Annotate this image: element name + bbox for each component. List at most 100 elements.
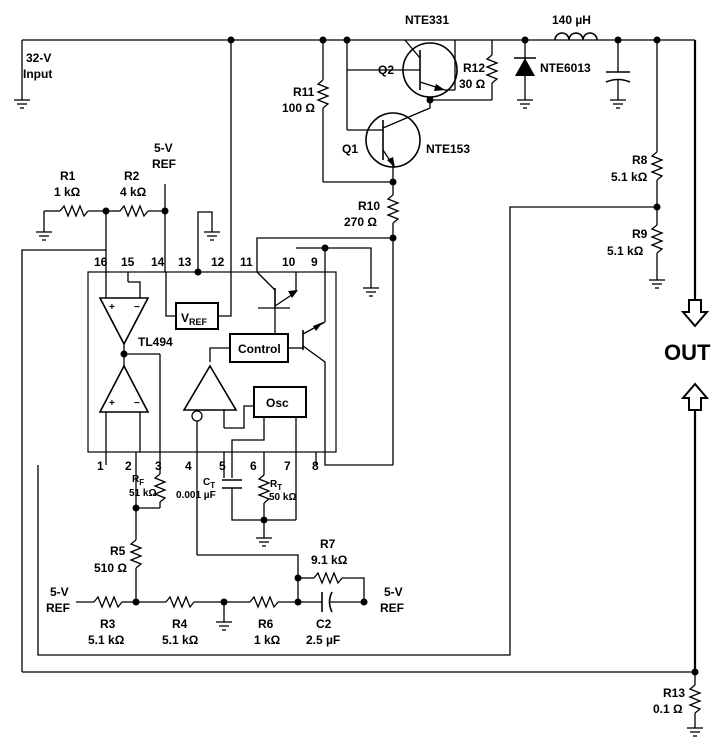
r8-value-label: 5.1 kΩ — [611, 170, 648, 184]
junction-dot — [426, 96, 434, 104]
pwm-comparator-icon — [182, 364, 254, 555]
r9-resistor-icon — [649, 224, 665, 289]
out-label: OUT — [664, 340, 711, 365]
rf-name-label: RF — [132, 474, 144, 487]
amp1-plus-label: + — [109, 302, 115, 313]
vref-right-b-label: REF — [380, 601, 404, 615]
r9-name-label: R9 — [632, 227, 648, 241]
inductor-icon — [554, 32, 598, 41]
vref-box-label: VREF — [181, 311, 208, 327]
diode-part-label: NTE6013 — [540, 61, 591, 75]
r10-resistor-icon — [386, 182, 400, 465]
r11-resistor-icon — [316, 40, 330, 182]
ct-name-label: CT — [203, 477, 215, 490]
pin-15-label: 15 — [121, 255, 135, 269]
r3-resistor-icon — [76, 595, 136, 609]
r7-value-label: 9.1 kΩ — [311, 553, 348, 567]
r4-resistor-icon — [136, 595, 250, 609]
output-transistor-1-icon — [256, 237, 393, 309]
amp1-minus-label: − — [134, 302, 140, 313]
pin-9-label: 9 — [311, 255, 318, 269]
feedback-wire — [37, 206, 657, 656]
wire — [325, 247, 372, 288]
r8-name-label: R8 — [632, 153, 648, 167]
ground-icon — [363, 287, 379, 297]
ic-name-label: TL494 — [138, 335, 173, 349]
r6-name-label: R6 — [258, 617, 274, 631]
r11-name-label: R11 — [293, 85, 315, 99]
r5-resistor-icon — [129, 539, 143, 602]
pin-13-label: 13 — [178, 255, 192, 269]
r2-name-label: R2 — [124, 169, 140, 183]
rf-resistor-icon — [136, 452, 167, 509]
pin-5-label: 5 — [219, 459, 226, 473]
wire — [165, 272, 176, 317]
r13-resistor-icon — [687, 672, 703, 737]
out-arrow-down-icon — [680, 299, 710, 328]
r6-value-label: 1 kΩ — [254, 633, 281, 647]
junction-dot — [260, 516, 268, 524]
rt-name-label: RT — [270, 479, 282, 492]
r5-value-label: 510 Ω — [94, 561, 127, 575]
pin-16-label: 16 — [94, 255, 108, 269]
input-voltage-label: 32-V — [26, 51, 51, 65]
current-sense-wire — [21, 249, 106, 672]
r3-value-label: 5.1 kΩ — [88, 633, 125, 647]
pin-7-label: 7 — [284, 459, 291, 473]
r3-name-label: R3 — [100, 617, 116, 631]
diode-icon — [514, 40, 536, 109]
r6-resistor-icon — [249, 595, 322, 609]
input-ground-icon — [14, 40, 30, 109]
c2-capacitor-icon — [321, 591, 364, 613]
r1-resistor-icon — [36, 204, 106, 241]
error-amp-2-icon — [98, 364, 150, 413]
r13-value-label: 0.1 Ω — [653, 702, 683, 716]
r12-name-label: R12 — [463, 61, 485, 75]
vref-left-b-label: REF — [46, 601, 70, 615]
ct-capacitor-icon — [222, 479, 296, 521]
ground-icon — [204, 231, 220, 241]
r1-value-label: 1 kΩ — [54, 185, 81, 199]
vref-top-a-label: 5-V — [154, 141, 173, 155]
rt-value-label: 50 kΩ — [269, 492, 296, 503]
out-arrow-up-icon — [680, 382, 710, 411]
output-transistor-2-icon — [302, 248, 393, 466]
osc-label: Osc — [266, 396, 289, 410]
r10-value-label: 270 Ω — [344, 215, 377, 229]
amp2-plus-label: + — [109, 398, 115, 409]
wire — [231, 417, 265, 478]
r10-name-label: R10 — [358, 199, 380, 213]
pin-4-label: 4 — [185, 459, 192, 473]
pin-11-label: 11 — [240, 255, 253, 269]
input-word-label: Input — [23, 67, 52, 81]
q1-part-label: NTE153 — [426, 142, 470, 156]
pin-3-label: 3 — [155, 459, 162, 473]
pin-1-label: 1 — [97, 459, 104, 473]
pin-14-label: 14 — [151, 255, 165, 269]
pin-10-label: 10 — [282, 255, 296, 269]
wire — [128, 281, 141, 298]
pin-8-label: 8 — [312, 459, 319, 473]
q1-transistor-icon — [347, 107, 431, 182]
q2-part-label: NTE331 — [405, 13, 449, 27]
inductor-value-label: 140 µH — [552, 13, 591, 27]
c2-value-label: 2.5 µF — [306, 633, 340, 647]
vref-left-a-label: 5-V — [50, 585, 69, 599]
c2-name-label: C2 — [316, 617, 332, 631]
q2-name-label: Q2 — [378, 63, 394, 77]
junction-dot — [194, 268, 202, 276]
q2-transistor-icon — [347, 39, 458, 98]
amp2-minus-label: − — [134, 398, 140, 409]
r8-resistor-icon — [650, 40, 664, 225]
ct-value-label: 0.001 µF — [176, 490, 216, 501]
wire — [197, 554, 299, 602]
wire — [209, 347, 230, 362]
r2-resistor-icon — [106, 204, 165, 218]
r13-name-label: R13 — [663, 686, 685, 700]
r1-name-label: R1 — [60, 169, 76, 183]
control-label: Control — [238, 342, 281, 356]
r7-resistor-icon — [298, 571, 365, 602]
pin-6-label: 6 — [250, 459, 257, 473]
r4-name-label: R4 — [172, 617, 188, 631]
